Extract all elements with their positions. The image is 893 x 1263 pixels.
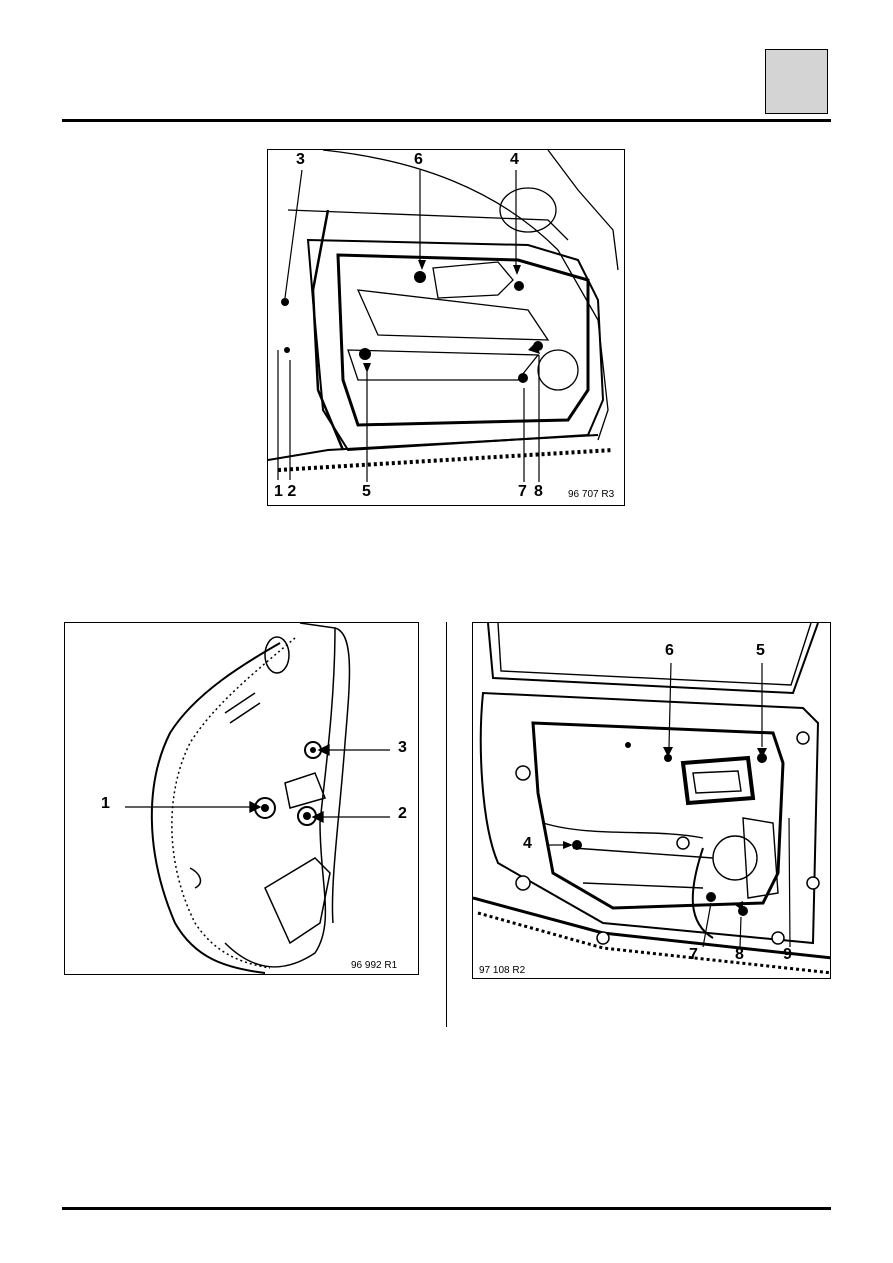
callout-8: 8 — [534, 483, 543, 500]
figure-door-edge-detail: 1 2 3 96 992 R1 — [64, 622, 419, 975]
figure-door-panel-rear: 6 5 4 7 8 9 97 108 R2 — [472, 622, 831, 979]
callout-7: 7 — [518, 483, 527, 500]
callout-8: 8 — [735, 946, 744, 963]
callout-5: 5 — [756, 642, 765, 659]
callout-4: 4 — [523, 835, 532, 852]
door-edge-detail-drawing — [125, 623, 390, 974]
column-divider — [446, 622, 447, 1027]
door-panel-rear-drawing — [473, 623, 830, 975]
callout-6: 6 — [665, 642, 674, 659]
callout-5: 5 — [362, 483, 371, 500]
callout-3: 3 — [398, 739, 407, 756]
figure-reference: 96 992 R1 — [351, 960, 398, 971]
callout-1-2: 1 2 — [274, 483, 297, 500]
callout-6: 6 — [414, 151, 423, 168]
callout-1: 1 — [101, 795, 110, 812]
header-rule — [62, 119, 831, 122]
callout-9: 9 — [783, 946, 792, 963]
figure-door-panel-front: 3 6 4 1 2 5 7 8 96 707 R3 — [267, 149, 625, 506]
callout-3: 3 — [296, 151, 305, 168]
figure-reference: 96 707 R3 — [568, 489, 615, 500]
figure-reference: 97 108 R2 — [479, 965, 526, 976]
callout-7: 7 — [689, 946, 698, 963]
callout-2: 2 — [398, 805, 407, 822]
callout-4: 4 — [510, 151, 519, 168]
footer-rule — [62, 1207, 831, 1210]
door-panel-front-drawing — [268, 150, 619, 482]
section-tab-box — [765, 49, 828, 114]
